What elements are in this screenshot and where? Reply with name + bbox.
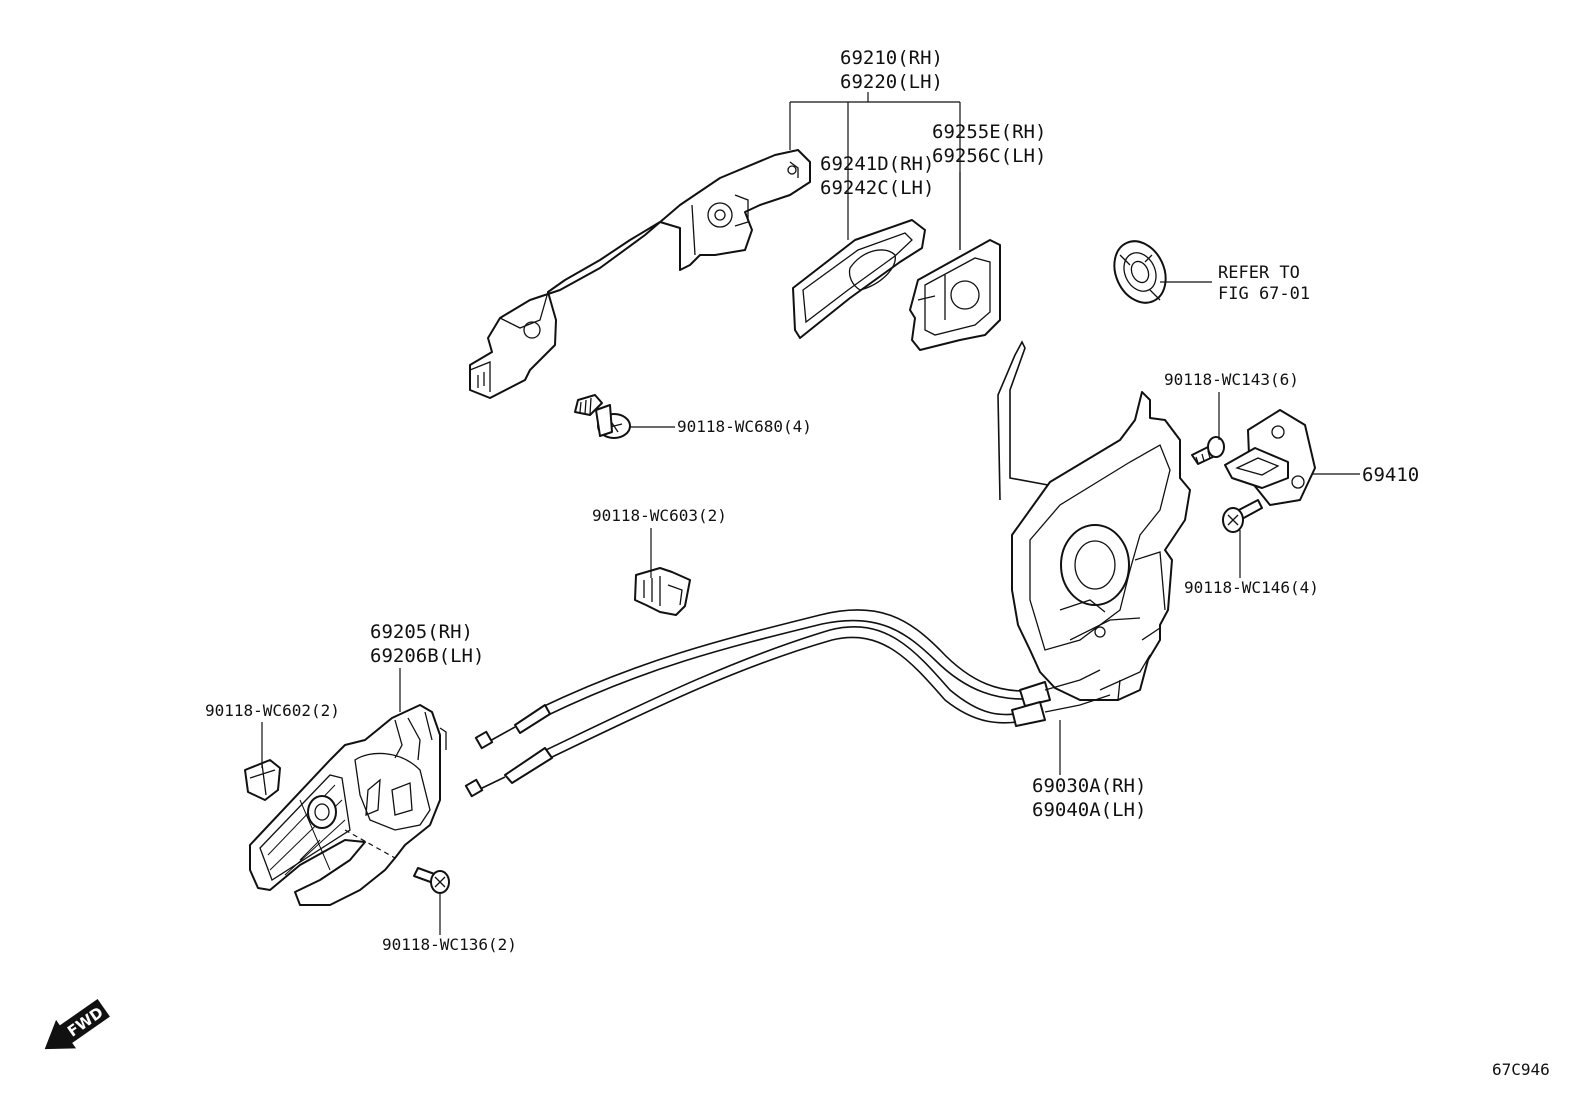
clip-wc602 bbox=[244, 759, 281, 801]
label-bracket-rh: 69255E(RH) bbox=[932, 121, 1046, 143]
screw-wc136 bbox=[413, 867, 450, 894]
label-pad-lh: 69242C(LH) bbox=[820, 177, 934, 199]
screw-wc146 bbox=[1222, 499, 1263, 533]
label-lock-rh: 69030A(RH) bbox=[1032, 775, 1146, 797]
label-clip-wc602: 90118-WC602(2) bbox=[205, 701, 340, 720]
label-handle-rh: 69210(RH) bbox=[840, 47, 943, 69]
diagram-id: 67C946 bbox=[1492, 1060, 1550, 1079]
callout-labels: 69210(RH) 69220(LH) 69255E(RH) 69256C(LH… bbox=[205, 47, 1419, 954]
clip-wc603 bbox=[634, 567, 691, 616]
screw-wc143 bbox=[1191, 436, 1225, 465]
label-striker: 69410 bbox=[1362, 464, 1419, 486]
leader-lines bbox=[261, 92, 1360, 935]
striker-plate bbox=[1224, 409, 1316, 506]
grommet bbox=[1113, 240, 1167, 304]
label-bracket-lh: 69256C(LH) bbox=[932, 145, 1046, 167]
lock-cables bbox=[464, 609, 1111, 798]
label-refer-line1: REFER TO bbox=[1218, 263, 1300, 283]
label-screw-wc136: 90118-WC136(2) bbox=[382, 935, 517, 954]
handle-pad bbox=[792, 219, 926, 339]
door-lock-assembly bbox=[997, 340, 1191, 701]
label-lock-lh: 69040A(LH) bbox=[1032, 799, 1146, 821]
label-clip-wc603: 90118-WC603(2) bbox=[592, 506, 727, 525]
handle-bracket bbox=[909, 239, 1001, 351]
label-pad-rh: 69241D(RH) bbox=[820, 153, 934, 175]
outside-door-handle bbox=[469, 149, 811, 399]
label-inner-rh: 69205(RH) bbox=[370, 621, 473, 643]
label-refer-line2: FIG 67-01 bbox=[1218, 284, 1310, 304]
fwd-arrow-icon: FWD bbox=[44, 998, 110, 1050]
label-bolt-wc680: 90118-WC680(4) bbox=[677, 417, 812, 436]
label-handle-lh: 69220(LH) bbox=[840, 71, 943, 93]
inside-door-handle bbox=[249, 704, 447, 906]
bolt-wc680 bbox=[574, 394, 631, 439]
label-screw-wc146: 90118-WC146(4) bbox=[1184, 578, 1319, 597]
label-inner-lh: 69206B(LH) bbox=[370, 645, 484, 667]
label-screw-wc143: 90118-WC143(6) bbox=[1164, 370, 1299, 389]
